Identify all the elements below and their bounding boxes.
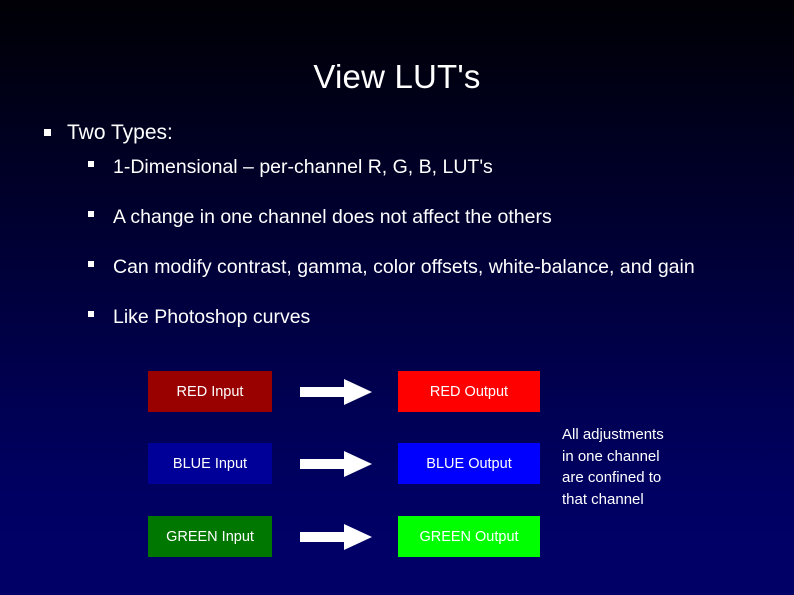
side-note-line: in one channel — [562, 447, 660, 465]
red-output-chip: RED Output — [398, 371, 540, 412]
bullet-list: Two Types: 1-Dimensional – per-channel R… — [0, 120, 794, 352]
diagram-row-red: RED Input RED Output — [0, 371, 794, 417]
arrow-right-icon — [300, 451, 372, 477]
bullet-label: Two Types: — [67, 121, 173, 144]
bullet-label: A change in one channel does not affect … — [113, 206, 552, 228]
square-bullet-icon — [88, 311, 94, 317]
green-input-chip: GREEN Input — [148, 516, 272, 557]
page-title: View LUT's — [313, 58, 481, 95]
green-output-chip: GREEN Output — [398, 516, 540, 557]
square-bullet-icon — [88, 161, 94, 167]
bullet-label: Like Photoshop curves — [113, 306, 311, 328]
diagram-row-green: GREEN Input GREEN Output — [0, 516, 794, 562]
blue-output-chip: BLUE Output — [398, 443, 540, 484]
bullet-item-photoshop-curves: Like Photoshop curves — [0, 302, 794, 332]
square-bullet-icon — [44, 129, 51, 136]
side-note-line: are confined to — [562, 469, 662, 486]
square-bullet-icon — [88, 261, 94, 267]
arrow-right-icon — [300, 379, 372, 405]
bullet-label: 1-Dimensional – per-channel R, G, B, LUT… — [113, 156, 493, 178]
side-note-line: All adjustments — [562, 426, 664, 443]
square-bullet-icon — [88, 211, 94, 217]
red-input-chip: RED Input — [148, 371, 272, 412]
side-note-line: that channel — [562, 490, 644, 508]
blue-input-chip: BLUE Input — [148, 443, 272, 484]
side-note-text: All adjustments in one channel are confi… — [562, 424, 767, 510]
arrow-right-icon — [300, 524, 372, 550]
bullet-label: Can modify contrast, gamma, color offset… — [113, 256, 695, 278]
bullet-item-can-modify: Can modify contrast, gamma, color offset… — [0, 252, 794, 282]
bullet-item-one-dimensional: 1-Dimensional – per-channel R, G, B, LUT… — [0, 152, 794, 182]
bullet-item-channel-independence: A change in one channel does not affect … — [0, 202, 794, 232]
diagram-row-blue: BLUE Input BLUE Output — [0, 443, 794, 489]
channel-flow-diagram: RED Input RED Output BLUE Input BLUE Out… — [0, 368, 794, 568]
bullet-item-two-types: Two Types: — [0, 120, 794, 146]
